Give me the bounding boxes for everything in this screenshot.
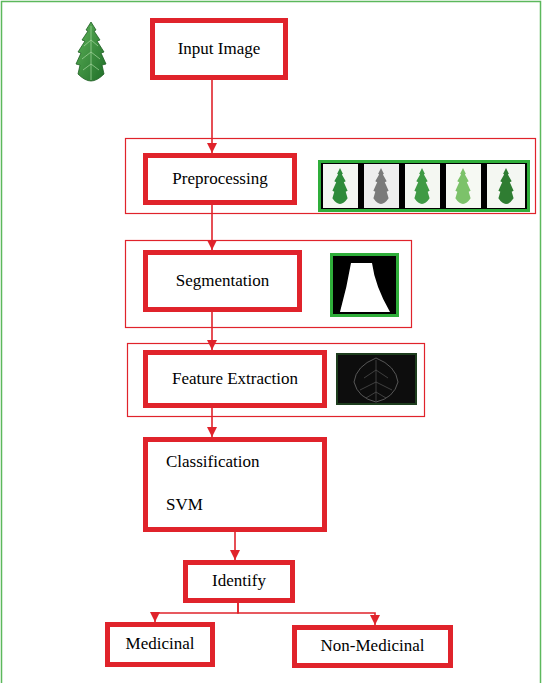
- preprocessing-strip: [320, 162, 529, 211]
- box-label: Preprocessing: [172, 169, 267, 189]
- flow-arrow: [211, 312, 213, 350]
- group-frame: [126, 139, 536, 214]
- box-label: Feature Extraction: [172, 369, 298, 389]
- process-box: Medicinal: [105, 622, 215, 667]
- box-label: Medicinal: [126, 634, 195, 654]
- flow-arrow: [238, 603, 375, 625]
- group-frame: [126, 241, 412, 328]
- process-box: Preprocessing: [143, 153, 297, 205]
- box-label: Classification: [166, 452, 259, 472]
- feature-image: [337, 354, 416, 404]
- group-frame: [128, 344, 425, 417]
- process-box: Feature Extraction: [143, 350, 327, 408]
- process-box: Non-Medicinal: [292, 625, 453, 668]
- flow-arrow: [234, 532, 236, 560]
- process-box: Identify: [183, 560, 295, 603]
- leaf-icon: [76, 22, 106, 81]
- box-label: SVM: [166, 495, 203, 515]
- flow-arrow: [155, 603, 238, 622]
- flow-arrow: [211, 408, 213, 437]
- flow-arrow: [211, 80, 213, 153]
- flow-arrow: [211, 205, 213, 250]
- box-label: Segmentation: [176, 271, 269, 291]
- box-label: Identify: [212, 571, 266, 591]
- process-box: Segmentation: [143, 250, 302, 312]
- process-box: ClassificationSVM: [143, 437, 327, 532]
- box-label: Input Image: [178, 39, 261, 59]
- process-box: Input Image: [150, 18, 288, 80]
- segmentation-image: [332, 255, 398, 316]
- box-label: Non-Medicinal: [321, 636, 425, 656]
